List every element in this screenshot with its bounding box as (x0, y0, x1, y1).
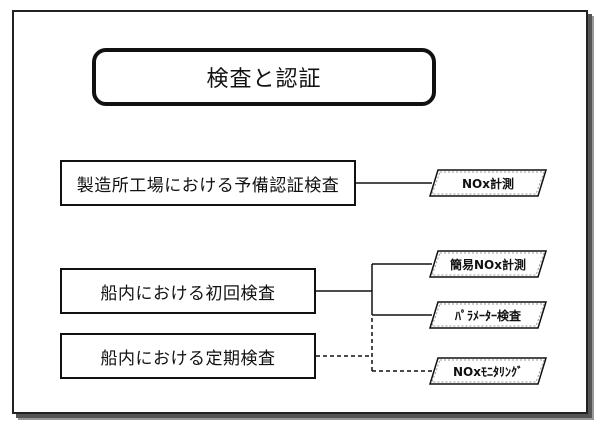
parallelogram-shape (428, 357, 548, 385)
step-initial-label: 船内における初回検査 (100, 283, 276, 304)
parallelogram-shape (428, 301, 548, 329)
method-simple-nox: 簡易NOx計測 (428, 249, 548, 279)
method-nox-measure-label: NOx計測 (462, 176, 514, 191)
step-factory-preliminary-inspection: 製造所工場における予備認証検査 (60, 160, 356, 206)
method-parameter: ﾊﾟﾗﾒｰﾀｰ検査 (428, 300, 548, 330)
step-periodic-label: 船内における定期検査 (100, 348, 276, 369)
method-parameter-label: ﾊﾟﾗﾒｰﾀｰ検査 (454, 308, 521, 323)
method-monitoring: NOxﾓﾆﾀﾘﾝｸﾞ (428, 356, 548, 386)
diagram-title: 検査と認証 (206, 67, 322, 92)
parallelogram-shape (428, 169, 548, 197)
method-simple-nox-label: 簡易NOx計測 (450, 257, 526, 272)
method-monitoring-label: NOxﾓﾆﾀﾘﾝｸﾞ (453, 364, 523, 379)
step-initial-onboard-inspection: 船内における初回検査 (60, 268, 316, 314)
parallelogram-shape (428, 250, 548, 278)
title-box: 検査と認証 (92, 48, 436, 106)
method-nox-measure: NOx計測 (428, 168, 548, 198)
step-factory-label: 製造所工場における予備認証検査 (76, 175, 340, 196)
step-periodic-onboard-inspection: 船内における定期検査 (60, 333, 316, 379)
